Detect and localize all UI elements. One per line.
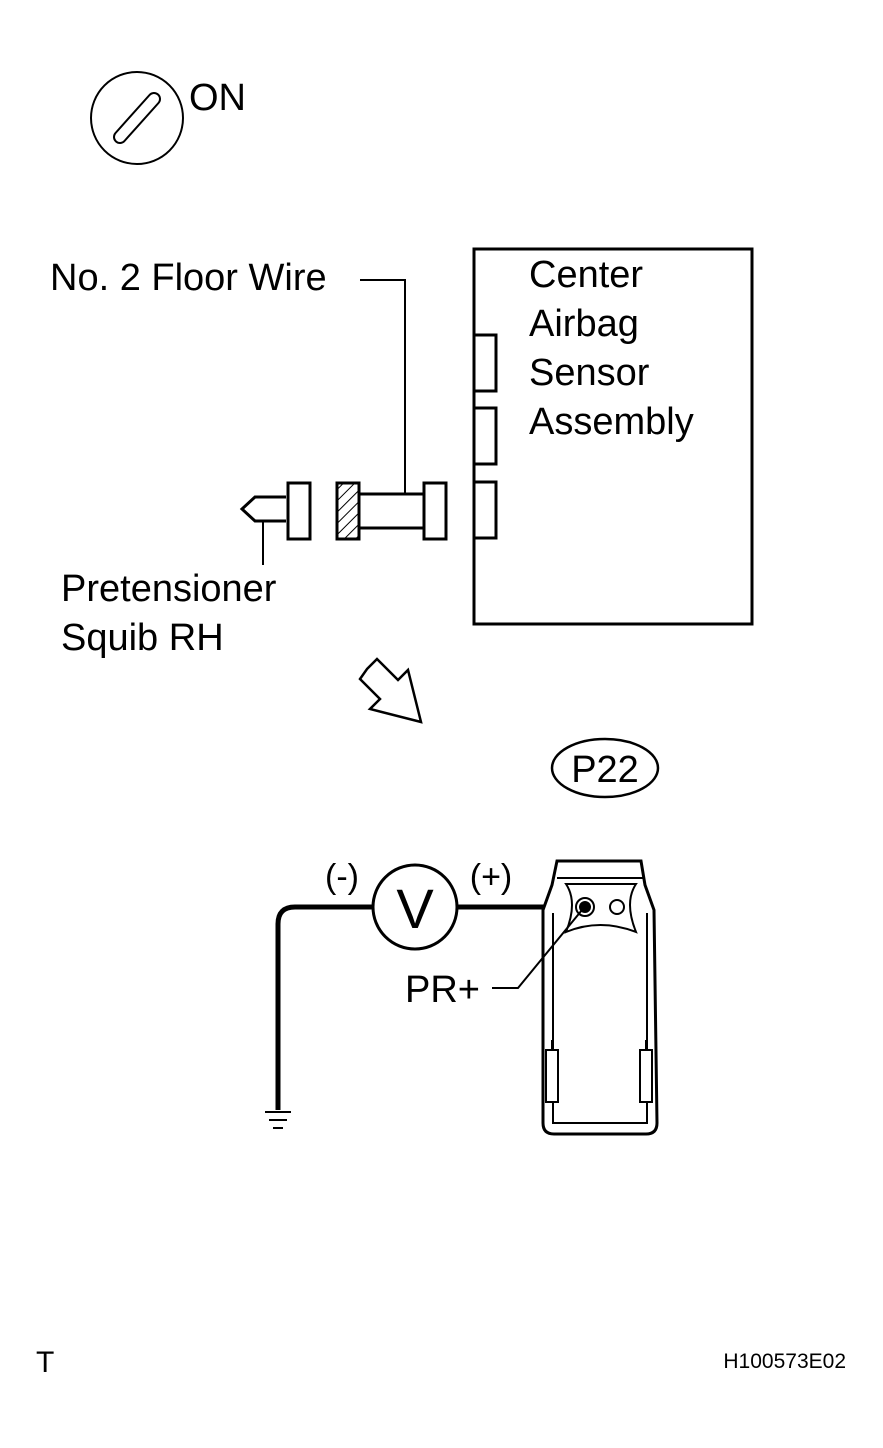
negative-probe-label: (-) [325,858,359,896]
floor-wire-connector [422,481,448,541]
voltmeter-symbol: V [396,877,434,940]
connector-code-badge [550,737,660,799]
squib-connector [286,481,312,541]
connector-code-label: P22 [571,749,639,791]
floor-wire-label: No. 2 Floor Wire [50,257,327,299]
ignition-on-label: ON [189,77,246,119]
pretensioner-label-line-1: Pretensioner [61,568,277,610]
disconnected-connector-hatched [335,481,361,541]
terminal-leader [492,909,583,989]
sensor-label-line-2: Airbag [529,303,639,345]
floor-wire-harness [357,492,426,530]
terminal-label: PR+ [405,969,480,1011]
p22-connector-body [541,859,659,1136]
sensor-connector-slot [472,333,498,393]
sensor-label-line-3: Sensor [529,352,650,394]
floor-wire-leader [360,279,406,494]
arrow-icon [358,657,423,724]
voltmeter-icon [371,863,459,951]
sensor-label-line-1: Center [529,254,643,296]
sensor-label-line-4: Assembly [529,401,694,443]
connector-chain [239,481,448,541]
sensor-connector-slot [472,480,498,540]
pretensioner-label-line-2: Squib RH [61,617,224,659]
sensor-connector-slot [472,406,498,466]
footer-left-mark: T [36,1346,54,1379]
ignition-switch-icon [90,71,184,165]
positive-probe-label: (+) [470,858,513,896]
figure-id: H100573E02 [723,1350,846,1373]
